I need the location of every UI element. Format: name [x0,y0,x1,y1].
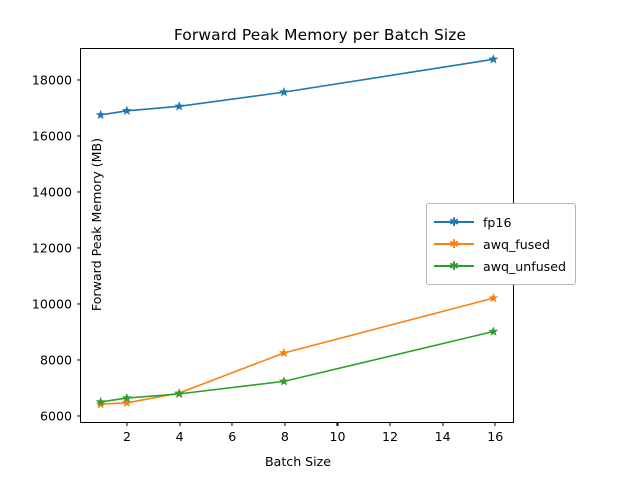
x-axis-tick-label: 10 [329,429,346,444]
x-axis-label: Batch Size [264,454,332,469]
data-point-awq_fused [121,397,132,407]
x-axis-tick-mark [179,422,181,426]
data-point-awq_unfused [278,376,289,386]
x-axis-tick-mark [494,422,496,426]
data-point-awq_unfused [488,326,499,336]
legend-line-fp16 [434,221,474,223]
x-axis-tick-mark [231,422,233,426]
plot-area: Forward Peak Memory (MB) Batch Size 6000… [32,48,514,469]
data-point-fp16 [488,54,499,64]
y-axis-tick-mark [77,79,81,81]
x-axis-tick-mark [126,422,128,426]
legend-swatch-fp16: ✱ [434,215,474,229]
y-axis-tick-label: 18000 [31,72,72,88]
y-axis-tick-mark [77,191,81,193]
x-axis-tick-label: 6 [228,429,237,444]
data-point-fp16 [95,109,106,120]
x-axis-tick-mark [284,422,286,426]
data-point-awq_unfused [174,388,185,399]
x-axis-tick-label: 12 [382,429,399,444]
y-axis-tick-label: 10000 [31,296,72,312]
data-point-awq_unfused [95,396,106,407]
legend-label-awq-fused: awq_fused [483,236,551,252]
y-axis-tick-label: 12000 [31,240,72,256]
chart-title: Forward Peak Memory per Batch Size [173,26,467,44]
y-axis-tick-mark [77,415,81,417]
legend-item-fp16[interactable]: ✱ fp16 [434,211,566,233]
data-point-awq_fused [488,292,499,303]
x-axis-tick-mark [442,422,444,426]
y-axis-tick-label: 8000 [39,352,72,368]
data-point-fp16 [278,86,289,97]
series-line-awq_unfused [100,330,494,403]
legend-swatch-awq-fused: ✱ [434,237,474,251]
plot-lines [95,54,499,409]
x-axis-tick-label: 2 [123,429,132,444]
legend-label-awq-unfused: awq_unfused [483,258,566,274]
x-axis-tick-label: 16 [487,429,504,444]
data-point-awq_fused [278,347,289,358]
y-axis-tick-label: 14000 [31,184,72,200]
legend-line-awq-unfused [434,265,474,267]
data-point-fp16 [174,101,185,111]
legend-swatch-awq-unfused: ✱ [434,259,474,273]
legend-label-fp16: fp16 [483,214,512,230]
star-icon: ✱ [449,215,460,229]
series-line-awq_fused [100,297,494,405]
data-point-fp16 [121,105,132,115]
series-line-fp16 [100,58,494,116]
data-point-awq_unfused [121,392,132,403]
y-axis-tick-label: 6000 [39,408,72,424]
y-axis-tick-label: 16000 [31,128,72,144]
x-axis-tick-mark [336,422,338,426]
x-axis-tick-label: 14 [434,429,451,444]
star-icon: ✱ [449,259,460,273]
legend: ✱ fp16 ✱ awq_fused ✱ awq_unfused [426,203,576,285]
y-axis-tick-mark [77,247,81,249]
legend-item-awq-unfused[interactable]: ✱ awq_unfused [434,255,566,277]
star-icon: ✱ [449,237,460,251]
legend-line-awq-fused [434,243,474,245]
legend-item-awq-fused[interactable]: ✱ awq_fused [434,233,566,255]
y-axis-tick-mark [77,135,81,137]
y-axis-tick-mark [77,303,81,305]
x-axis-tick-label: 8 [280,429,289,444]
x-axis-tick-mark [389,422,391,426]
x-axis-tick-label: 4 [175,429,184,444]
y-axis-tick-mark [77,359,81,361]
